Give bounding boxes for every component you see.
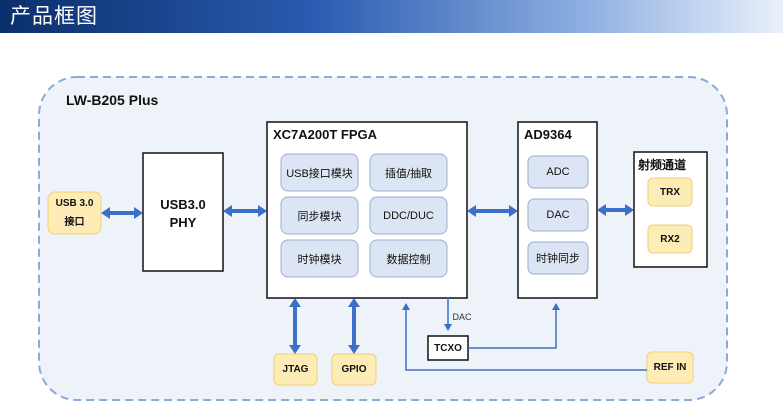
page-title: 产品框图 [10,4,98,28]
fpga-module-data-control: 数据控制 [386,253,431,266]
ad9364-adc: ADC [546,166,570,178]
tcxo-label: TCXO [434,342,462,354]
fpga-module-interpolation-decimation: 插值/抽取 [384,167,433,180]
fpga-title: XC7A200T FPGA [273,127,378,142]
fpga-module-box [280,153,359,192]
jtag-box [273,353,318,386]
rf-port-box [647,224,693,254]
ad9364-clock-sync: 时钟同步 [536,253,580,265]
usb-phy-label-line2: PHY [169,214,197,230]
bus-arrows [101,204,634,354]
usb-port-label-line1: USB 3.0 [55,197,94,209]
header-bar: 产品框图 [0,0,783,33]
gpio-label: GPIO [341,364,367,375]
ad9364-block-box [527,155,589,189]
usb-phy-box [142,152,224,272]
rf-channel-title: 射频通道 [638,158,687,172]
ad9364-block-box [527,198,589,232]
ad9364-block-box [527,241,589,275]
clock-lines [402,298,647,371]
fpga-module-box [369,153,448,192]
ref-in-box [646,351,694,384]
fpga-module-box [280,239,359,278]
rf-port-rx2: RX2 [660,233,680,245]
rf-port-trx: TRX [660,186,680,198]
product-name: LW-B205 Plus [66,92,159,108]
rf-port-box [647,177,693,207]
ad9364-title: AD9364 [524,127,572,142]
ad9364-dac: DAC [546,209,570,221]
fpga-module-usb-interface: USB接口模块 [286,167,353,180]
tcxo-box [427,335,469,361]
usb-phy-label-line1: USB3.0 [160,196,206,212]
fpga-module-box [280,196,359,235]
jtag-label: JTAG [282,364,309,375]
fpga-module-box [369,196,448,235]
ref-in-label: REF IN [653,362,687,373]
fpga-module-ddc-duc: DDC/DUC [383,209,434,222]
dac-line-label: DAC [452,312,472,322]
usb-port-label-line2: 接口 [64,216,85,228]
fpga-module-box [369,239,448,278]
fpga-module-sync: 同步模块 [297,210,342,223]
fpga-module-clock: 时钟模块 [297,253,342,266]
